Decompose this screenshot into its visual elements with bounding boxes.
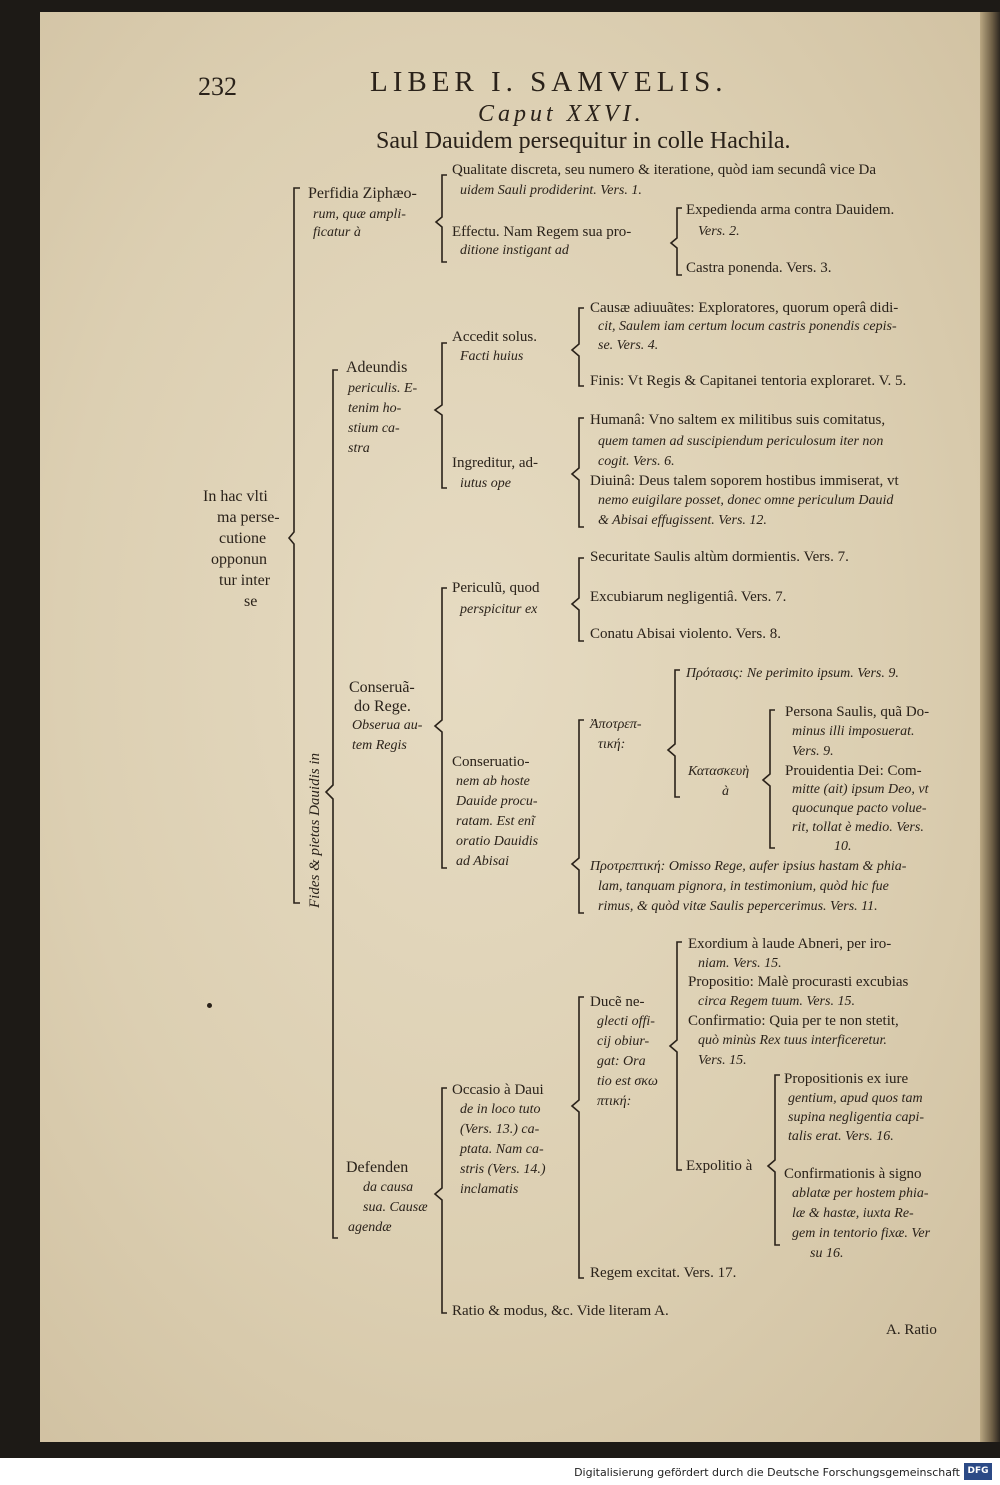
bracket-duce <box>668 941 682 1171</box>
bracket-accedit <box>570 307 584 387</box>
book-page <box>40 12 990 1442</box>
bracket-ingreditur <box>570 417 584 528</box>
dfg-logo: DFG <box>964 1463 992 1480</box>
bracket-apotrope <box>666 669 680 798</box>
ink-dot <box>207 1003 212 1008</box>
bracket-effectu <box>669 207 682 276</box>
catchword: A. Ratio <box>886 1322 937 1338</box>
castra-text: Castra ponenda. Vers. 3. <box>686 260 832 276</box>
bracket-adeundis <box>433 342 447 489</box>
running-title: LIBER I. SAMVELIS. <box>370 66 728 98</box>
expolitio-text: Expolitio à <box>686 1158 753 1174</box>
bracket-expolitio <box>766 1074 780 1246</box>
ratio-text: Ratio & modus, &c. Vide literam A. <box>452 1303 669 1319</box>
securitate-text: Securitate Saulis altùm dormientis. Vers… <box>590 549 849 565</box>
regem-text: Regem excitat. Vers. 17. <box>590 1265 737 1281</box>
bracket-defendenda <box>433 1087 447 1314</box>
conatu-text: Conatu Abisai violento. Vers. 8. <box>590 626 781 642</box>
bracket-kataskeue <box>761 709 775 849</box>
page-number: 232 <box>198 72 237 101</box>
bracket-fides <box>324 369 338 1239</box>
excubiarum-text: Excubiarum negligentiâ. Vers. 7. <box>590 589 787 605</box>
finis-text: Finis: Vt Regis & Capitanei tentoria exp… <box>590 373 907 389</box>
bracket-conseruationem <box>570 719 584 914</box>
bracket-occasio <box>570 996 584 1279</box>
book-spine <box>980 12 1000 1442</box>
chapter-summary: Saul Dauidem persequitur in colle Hachil… <box>376 128 791 154</box>
footer-band <box>0 1458 1000 1485</box>
footer-credit: Digitalisierung gefördert durch die Deut… <box>574 1466 960 1479</box>
bracket-conseruando <box>433 587 447 869</box>
chapter-heading: Caput XXVI. <box>478 101 645 127</box>
bracket-root <box>287 187 300 904</box>
protasis-text: Πρότασις: Ne perimito ipsum. Vers. 9. <box>686 666 899 681</box>
side-label: Fides & pietas Dauidis in <box>307 753 323 908</box>
bracket-perfidia <box>434 174 447 263</box>
bracket-periculum <box>570 557 584 642</box>
